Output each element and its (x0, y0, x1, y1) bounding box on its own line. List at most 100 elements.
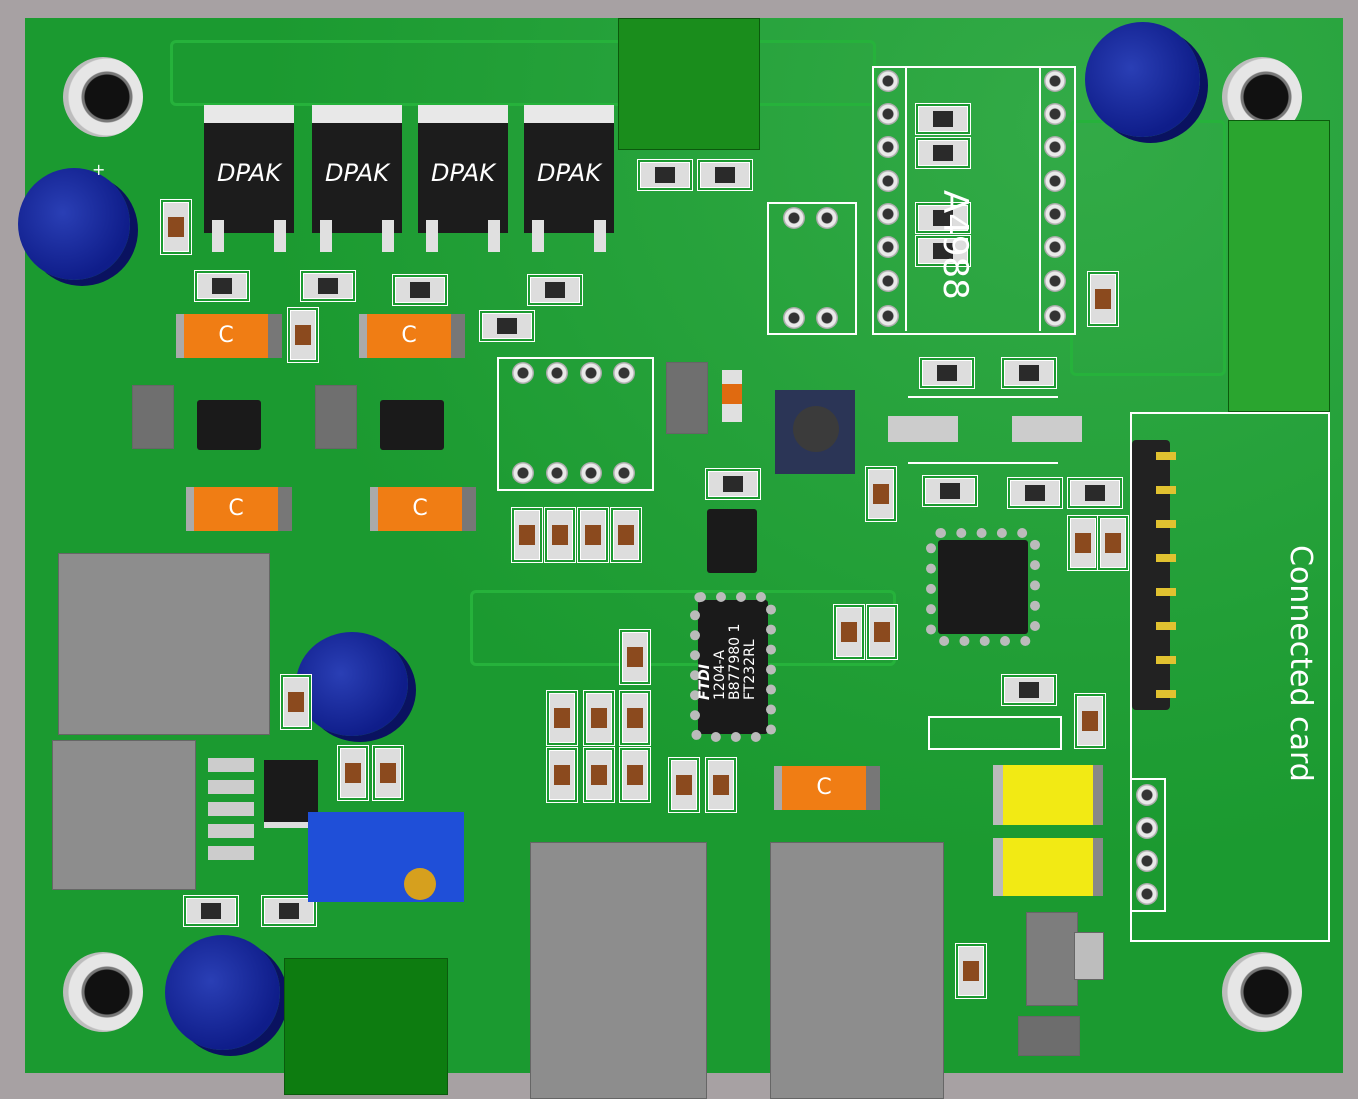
tantalum-capacitor: C (186, 487, 292, 531)
pad (613, 362, 635, 384)
soic8-chip (380, 400, 444, 450)
terminal-block (284, 958, 448, 1095)
resistor (918, 140, 968, 166)
regulator-pins (208, 758, 254, 862)
resistor (918, 106, 968, 132)
resistor (395, 277, 445, 303)
resistor (1004, 677, 1054, 703)
tantalum-capacitor: C (370, 487, 476, 531)
resistor (586, 750, 612, 800)
voltage-regulator (1026, 912, 1078, 1006)
resistor (482, 313, 532, 339)
tantalum-capacitor: C (176, 314, 282, 358)
resistor (549, 750, 575, 800)
resistor (375, 748, 401, 798)
ftdi-line3: FT232RL (742, 639, 758, 700)
ftdi-brand: FTDI (697, 664, 713, 700)
mounting-hole (1222, 952, 1302, 1032)
diode (1018, 1016, 1080, 1056)
terminal-block (618, 18, 760, 150)
ftdi-chip: FTDI 1204-A B877980 1 FT232RL (690, 592, 776, 742)
pad (816, 307, 838, 329)
resistor (640, 162, 690, 188)
terminal-block (1228, 120, 1330, 412)
trimmer-potentiometer (308, 812, 464, 902)
polarity-marker: + (92, 160, 106, 179)
pad (580, 462, 602, 484)
small-diode (722, 370, 742, 422)
dpak-mosfet: DPAK (312, 105, 402, 233)
mosfet-pins (312, 220, 402, 260)
crystal-pad (888, 416, 958, 442)
mounting-hole (63, 952, 143, 1032)
resistor (925, 478, 975, 504)
a4988-pins-left (877, 70, 899, 330)
resistor (708, 760, 734, 810)
crystal-outline (908, 396, 1058, 464)
header-pads (1136, 784, 1158, 905)
resistor (1070, 518, 1096, 568)
tantalum-capacitor-yellow (993, 765, 1103, 825)
resistor (622, 750, 648, 800)
pad (783, 307, 805, 329)
resistor (958, 946, 984, 996)
dpak-mosfet: DPAK (418, 105, 508, 233)
resistor (1004, 360, 1054, 386)
pad (546, 362, 568, 384)
diode (132, 385, 174, 449)
connected-card-label: Connected card (1283, 545, 1318, 782)
pin-header (1132, 440, 1176, 710)
resistor (868, 469, 894, 519)
trace (170, 40, 876, 106)
resistor (197, 273, 247, 299)
resistor (918, 238, 968, 264)
pad (816, 207, 838, 229)
soic8-chip (197, 400, 261, 450)
electrolytic-capacitor (165, 935, 280, 1050)
regulator-tab (1074, 932, 1104, 980)
resistor (1010, 480, 1060, 506)
electrolytic-capacitor (296, 632, 408, 736)
pad (783, 207, 805, 229)
dpak-mosfet: DPAK (524, 105, 614, 233)
resistor (922, 360, 972, 386)
resistor (622, 632, 648, 682)
resistor (700, 162, 750, 188)
inductor (58, 553, 270, 735)
ftdi-line2: B877980 1 (727, 623, 743, 700)
tantalum-capacitor: C (359, 314, 465, 358)
footprint-outline (767, 202, 857, 335)
resistor (290, 310, 316, 360)
soic8-chip (707, 509, 757, 573)
resistor (1070, 480, 1120, 506)
ftdi-line1: 1204-A (712, 650, 728, 700)
mounting-hole (63, 57, 143, 137)
mosfet-pins (524, 220, 614, 260)
diode (666, 362, 708, 434)
resistor (549, 693, 575, 743)
mosfet-pins (418, 220, 508, 260)
crystal-pad (1012, 416, 1082, 442)
pad (512, 462, 534, 484)
resistor (163, 202, 189, 252)
resistor (836, 607, 862, 657)
resistor (869, 607, 895, 657)
resistor (1090, 274, 1116, 324)
diode (315, 385, 357, 449)
resistor (918, 205, 968, 231)
mosfet-pins (204, 220, 294, 260)
a4988-module-outline (872, 66, 1076, 335)
a4988-pins-right (1044, 70, 1066, 330)
resistor (303, 273, 353, 299)
trace (1070, 120, 1226, 376)
resistor (1100, 518, 1126, 568)
resistor (671, 760, 697, 810)
tantalum-capacitor-yellow (993, 838, 1103, 896)
pad (580, 362, 602, 384)
header-footprint (1130, 778, 1166, 912)
inductor (52, 740, 196, 890)
usb-connector (770, 842, 944, 1099)
pad (512, 362, 534, 384)
resistor (708, 471, 758, 497)
tantalum-capacitor: C (774, 766, 880, 810)
